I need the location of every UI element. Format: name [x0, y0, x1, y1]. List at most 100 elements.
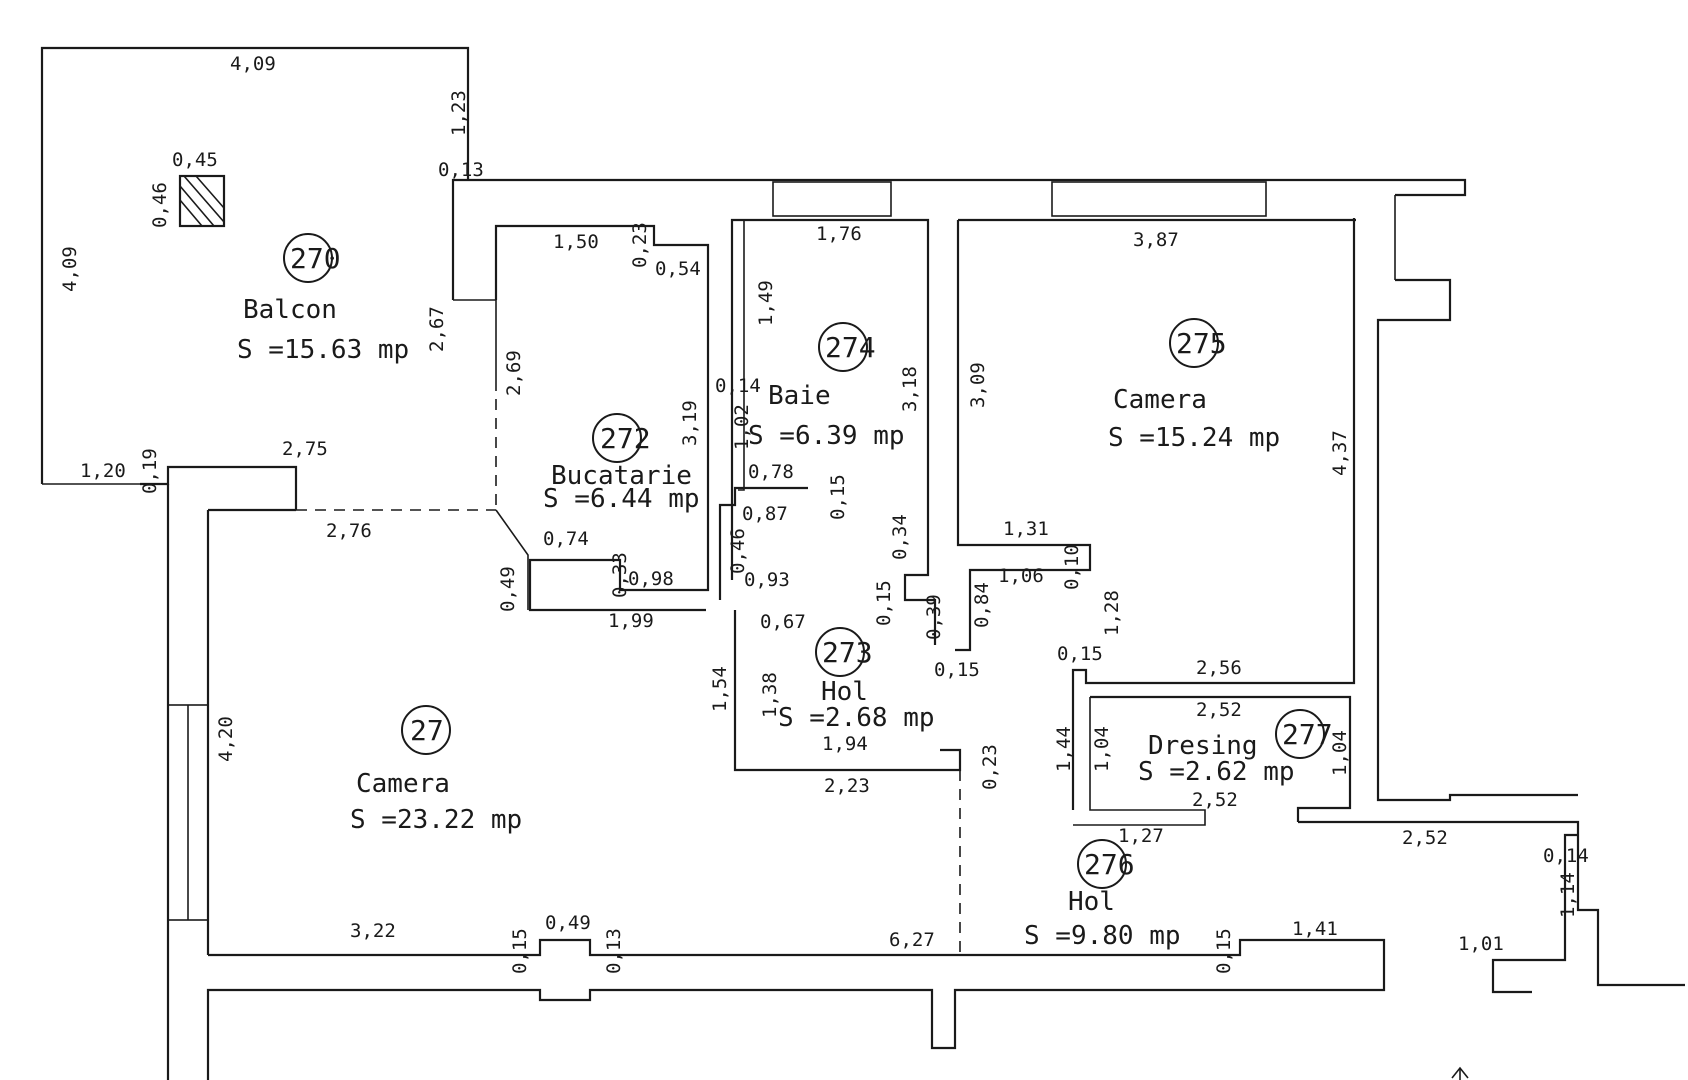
north-arrow-head — [1451, 1066, 1469, 1079]
dim-label: 0,74 — [543, 528, 589, 550]
dim-label: 0,46 — [149, 182, 171, 228]
dim-label: 0,33 — [609, 552, 631, 598]
dim-label: 4,09 — [230, 53, 276, 75]
south-wall — [208, 938, 1386, 992]
room-circle-273 — [815, 627, 865, 677]
dim-label: 1,76 — [816, 223, 862, 245]
room-name-dresing: Dresing — [1148, 731, 1258, 761]
dim-label: 3,87 — [1133, 229, 1179, 251]
east-exterior-wall — [1376, 278, 1578, 802]
dim-label: 1,04 — [1091, 726, 1113, 772]
dim-label: 2,56 — [1196, 657, 1242, 679]
camera-27-walls — [140, 465, 298, 510]
dim-label: 2,76 — [326, 520, 372, 542]
hatch-line — [183, 175, 225, 223]
room-number-274: 274 — [825, 331, 876, 364]
dim-label: 0,15 — [1213, 928, 1235, 974]
east-corridor-low — [1491, 833, 1578, 994]
kitchen-walls — [494, 224, 710, 612]
room-area-balcon: S =15.63 mp — [237, 335, 409, 365]
hatch-line — [179, 185, 215, 227]
dim-label: 0,23 — [629, 222, 651, 268]
camera-275-east — [1071, 218, 1356, 810]
window-camera-275 — [1051, 181, 1267, 217]
dim-label: 3,19 — [679, 400, 701, 446]
room-number-277: 277 — [1282, 718, 1333, 751]
room-number-272: 272 — [600, 422, 651, 455]
dim-label: 1,27 — [1118, 825, 1164, 847]
dim-label: 2,52 — [1196, 699, 1242, 721]
dim-label: 0,98 — [628, 568, 674, 590]
room-number-27: 27 — [410, 714, 444, 747]
dimension-labels: 4,09 0,13 0,45 1,20 2,75 2,76 1,50 0,54 … — [59, 53, 1589, 974]
dim-label: 1,02 — [731, 404, 753, 450]
dim-label: 0,54 — [655, 258, 701, 280]
east-corridor — [1298, 820, 1685, 987]
dim-label: 0,67 — [760, 611, 806, 633]
room-area-hol-276: S =9.80 mp — [1024, 921, 1181, 951]
dim-label: 0,13 — [438, 159, 484, 181]
dim-label: 0,15 — [827, 474, 849, 520]
dim-label: 6,27 — [889, 929, 935, 951]
dim-label: 3,09 — [967, 362, 989, 408]
room-labels: Balcon S =15.63 mp Bucatarie S =6.44 mp … — [237, 295, 1295, 951]
dim-label: 0,46 — [727, 528, 749, 574]
room-number-270: 270 — [290, 242, 341, 275]
dim-label: 0,49 — [545, 912, 591, 934]
room-name-baie: Baie — [768, 381, 831, 411]
dim-label: 1,50 — [553, 231, 599, 253]
room-name-camera-275: Camera — [1113, 385, 1207, 415]
room-area-hol-273: S =2.68 mp — [778, 703, 935, 733]
room-name-camera-27: Camera — [356, 769, 450, 799]
room-circle-277 — [1275, 709, 1325, 759]
hatch-line — [179, 199, 203, 227]
room-number-273: 273 — [822, 636, 873, 669]
room-area-camera-27: S =23.22 mp — [350, 805, 522, 835]
room-name-bucatarie: Bucatarie — [551, 461, 692, 491]
dim-label: 2,67 — [426, 306, 448, 352]
dim-label: 1,54 — [709, 666, 731, 712]
dim-label: 0,93 — [744, 569, 790, 591]
balcony-outline — [40, 46, 470, 484]
dim-label: 1,28 — [1101, 590, 1123, 636]
room-area-bucatarie: S =6.44 mp — [543, 484, 700, 514]
dim-label: 1,23 — [448, 90, 470, 136]
dim-label: 2,69 — [503, 350, 525, 396]
room-circle-27 — [401, 705, 451, 755]
dim-label: 0,14 — [715, 375, 761, 397]
dim-label: 1,01 — [1458, 933, 1504, 955]
walls — [40, 46, 1685, 1080]
dim-label: 0,49 — [497, 566, 519, 612]
camera-275-walls — [955, 220, 1092, 652]
dim-label: 1,44 — [1053, 726, 1075, 772]
dim-label: 1,94 — [822, 733, 868, 755]
room-number-276: 276 — [1084, 848, 1135, 881]
room-name-hol-273: Hol — [821, 677, 868, 707]
room-circle-276 — [1077, 839, 1127, 889]
dim-label: 0,23 — [979, 744, 1001, 790]
dim-label: 0,34 — [889, 514, 911, 560]
dim-label: 2,75 — [282, 438, 328, 460]
dim-label: 1,38 — [759, 672, 781, 718]
dim-label: 3,18 — [899, 366, 921, 412]
dim-label: 1,20 — [80, 460, 126, 482]
bathroom-walls — [730, 218, 937, 645]
dim-label: 3,22 — [350, 920, 396, 942]
dim-label: 0,13 — [603, 928, 625, 974]
dim-label: 0,15 — [1057, 643, 1103, 665]
hatch-line — [195, 175, 225, 209]
dim-label: 0,14 — [1543, 845, 1589, 867]
dim-label: 0,15 — [873, 580, 895, 626]
dim-label: 0,87 — [742, 503, 788, 525]
dim-label: 2,23 — [824, 775, 870, 797]
room-number-275: 275 — [1176, 327, 1227, 360]
dim-label: 0,45 — [172, 149, 218, 171]
room-circle-275 — [1169, 318, 1219, 368]
dim-label: 1,41 — [1292, 918, 1338, 940]
dim-label: 4,09 — [59, 246, 81, 292]
dim-label: 0,19 — [139, 448, 161, 494]
dim-label: 1,06 — [998, 565, 1044, 587]
hall-273-partition — [718, 486, 808, 600]
dim-label: 0,39 — [923, 594, 945, 640]
